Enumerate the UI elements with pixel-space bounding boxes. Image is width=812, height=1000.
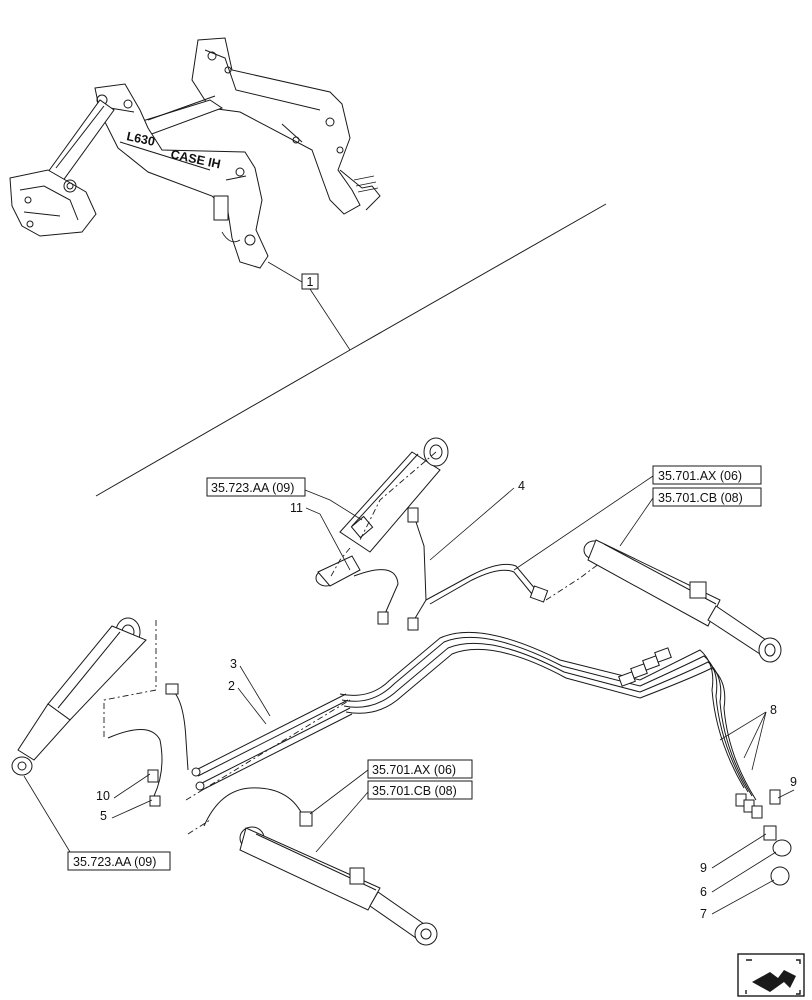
callout-8-leader-b (719, 711, 767, 741)
front-loader-assembly: L630 CASE IH (9, 37, 381, 269)
callout-8-leader-a (743, 711, 767, 759)
hose-3 (195, 693, 347, 771)
ref-mid-leader-b (315, 791, 369, 853)
ref-box-upper-cylinder[interactable]: 35.723.AA (09) (206, 477, 306, 497)
callout-9-upper: 9 (790, 775, 797, 789)
callout-9-lower-leader (711, 833, 767, 869)
ref-upper-leader (304, 489, 363, 521)
callout-3: 3 (230, 657, 237, 671)
callout-7-leader (711, 879, 775, 915)
centerline (185, 699, 351, 801)
callout-7: 7 (700, 907, 707, 921)
ref-box-right-cylinder-a[interactable]: 35.701.AX (06) (652, 465, 762, 485)
upper-left-cylinder (315, 437, 449, 587)
next-page-arrow-icon[interactable] (737, 953, 805, 997)
centerline (545, 559, 605, 601)
centerline (359, 451, 437, 541)
ref-right-cylinder-a-label: 35.701.AX (06) (658, 469, 742, 483)
hose-4-upper (413, 515, 427, 621)
ref-left-cylinder-label: 35.723.AA (09) (73, 855, 156, 869)
ref-right-leader-a (513, 475, 654, 571)
hose-bottom-fitting (299, 811, 313, 827)
callout-6: 6 (700, 885, 707, 899)
hose-10 (107, 729, 163, 797)
hose-5-lower-fitting (149, 795, 161, 807)
section-separator-line (95, 203, 607, 497)
hose-5-fitting (165, 683, 179, 695)
callout-10: 10 (96, 789, 110, 803)
callout-9-lower: 9 (700, 861, 707, 875)
hose-4-lower-fitting (407, 617, 419, 631)
callout-11: 11 (290, 501, 303, 515)
centerline (103, 620, 157, 740)
callout-9-upper-leader (777, 789, 795, 799)
ref-mid-cylinder-b-label: 35.701.CB (08) (372, 784, 457, 798)
hose-2-b (201, 713, 353, 791)
ref-box-right-cylinder-b[interactable]: 35.701.CB (08) (652, 487, 762, 507)
ref-box-mid-cylinder-a[interactable]: 35.701.AX (06) (367, 759, 473, 779)
fitting-9-upper (769, 789, 781, 805)
hose-5 (171, 689, 189, 771)
ref-upper-cylinder-label: 35.723.AA (09) (211, 481, 294, 495)
fittings-right (735, 789, 792, 886)
callout-8-leader-c (751, 711, 767, 771)
ref-box-left-cylinder[interactable]: 35.723.AA (09) (67, 851, 171, 871)
callout-5-leader (111, 799, 153, 819)
hose-11-fitting (377, 611, 389, 625)
centerline (329, 547, 351, 579)
callout-5: 5 (100, 809, 107, 823)
right-cylinder (583, 539, 782, 663)
ref-right-cylinder-b-label: 35.701.CB (08) (658, 491, 743, 505)
left-cylinder (11, 617, 147, 776)
loader-model-label: L630 (125, 129, 156, 149)
callout-4-leader (429, 487, 515, 561)
callout-6-leader (711, 851, 777, 893)
centerline (187, 819, 211, 835)
plug-7 (770, 866, 790, 886)
long-hose-right-b (429, 569, 533, 605)
hose-bundle (339, 631, 757, 801)
hose-3-fitting (191, 767, 201, 777)
hose-10-fitting (147, 769, 159, 783)
callout-1-label: 1 (307, 275, 314, 289)
ref-left-leader (23, 775, 71, 853)
hose-2-fitting (195, 781, 205, 791)
ref-mid-cylinder-a-label: 35.701.AX (06) (372, 763, 456, 777)
callout-8: 8 (770, 703, 777, 717)
callout-2: 2 (228, 679, 235, 693)
callout-3-leader (239, 665, 271, 717)
hose-4-fitting (407, 507, 419, 523)
callout-2-leader (237, 687, 267, 725)
hose-bottom-loop (203, 787, 305, 827)
ref-box-mid-cylinder-b[interactable]: 35.701.CB (08) (367, 780, 473, 800)
hose-3-b (197, 699, 349, 777)
ref-mid-leader-a (309, 769, 369, 815)
hose-11 (353, 569, 399, 617)
long-hose-right (425, 563, 537, 601)
ref-right-leader-b (619, 497, 654, 547)
callout-4: 4 (518, 479, 525, 493)
callout-11-leader (305, 507, 351, 571)
bottom-cylinder (239, 826, 438, 946)
callout-10-leader (113, 773, 151, 799)
callout-1: 1 (267, 261, 351, 351)
fitting-9-lower (763, 825, 777, 841)
hose-2 (199, 707, 351, 785)
cap-6 (772, 839, 792, 857)
hose-elbow-fitting (529, 585, 549, 603)
